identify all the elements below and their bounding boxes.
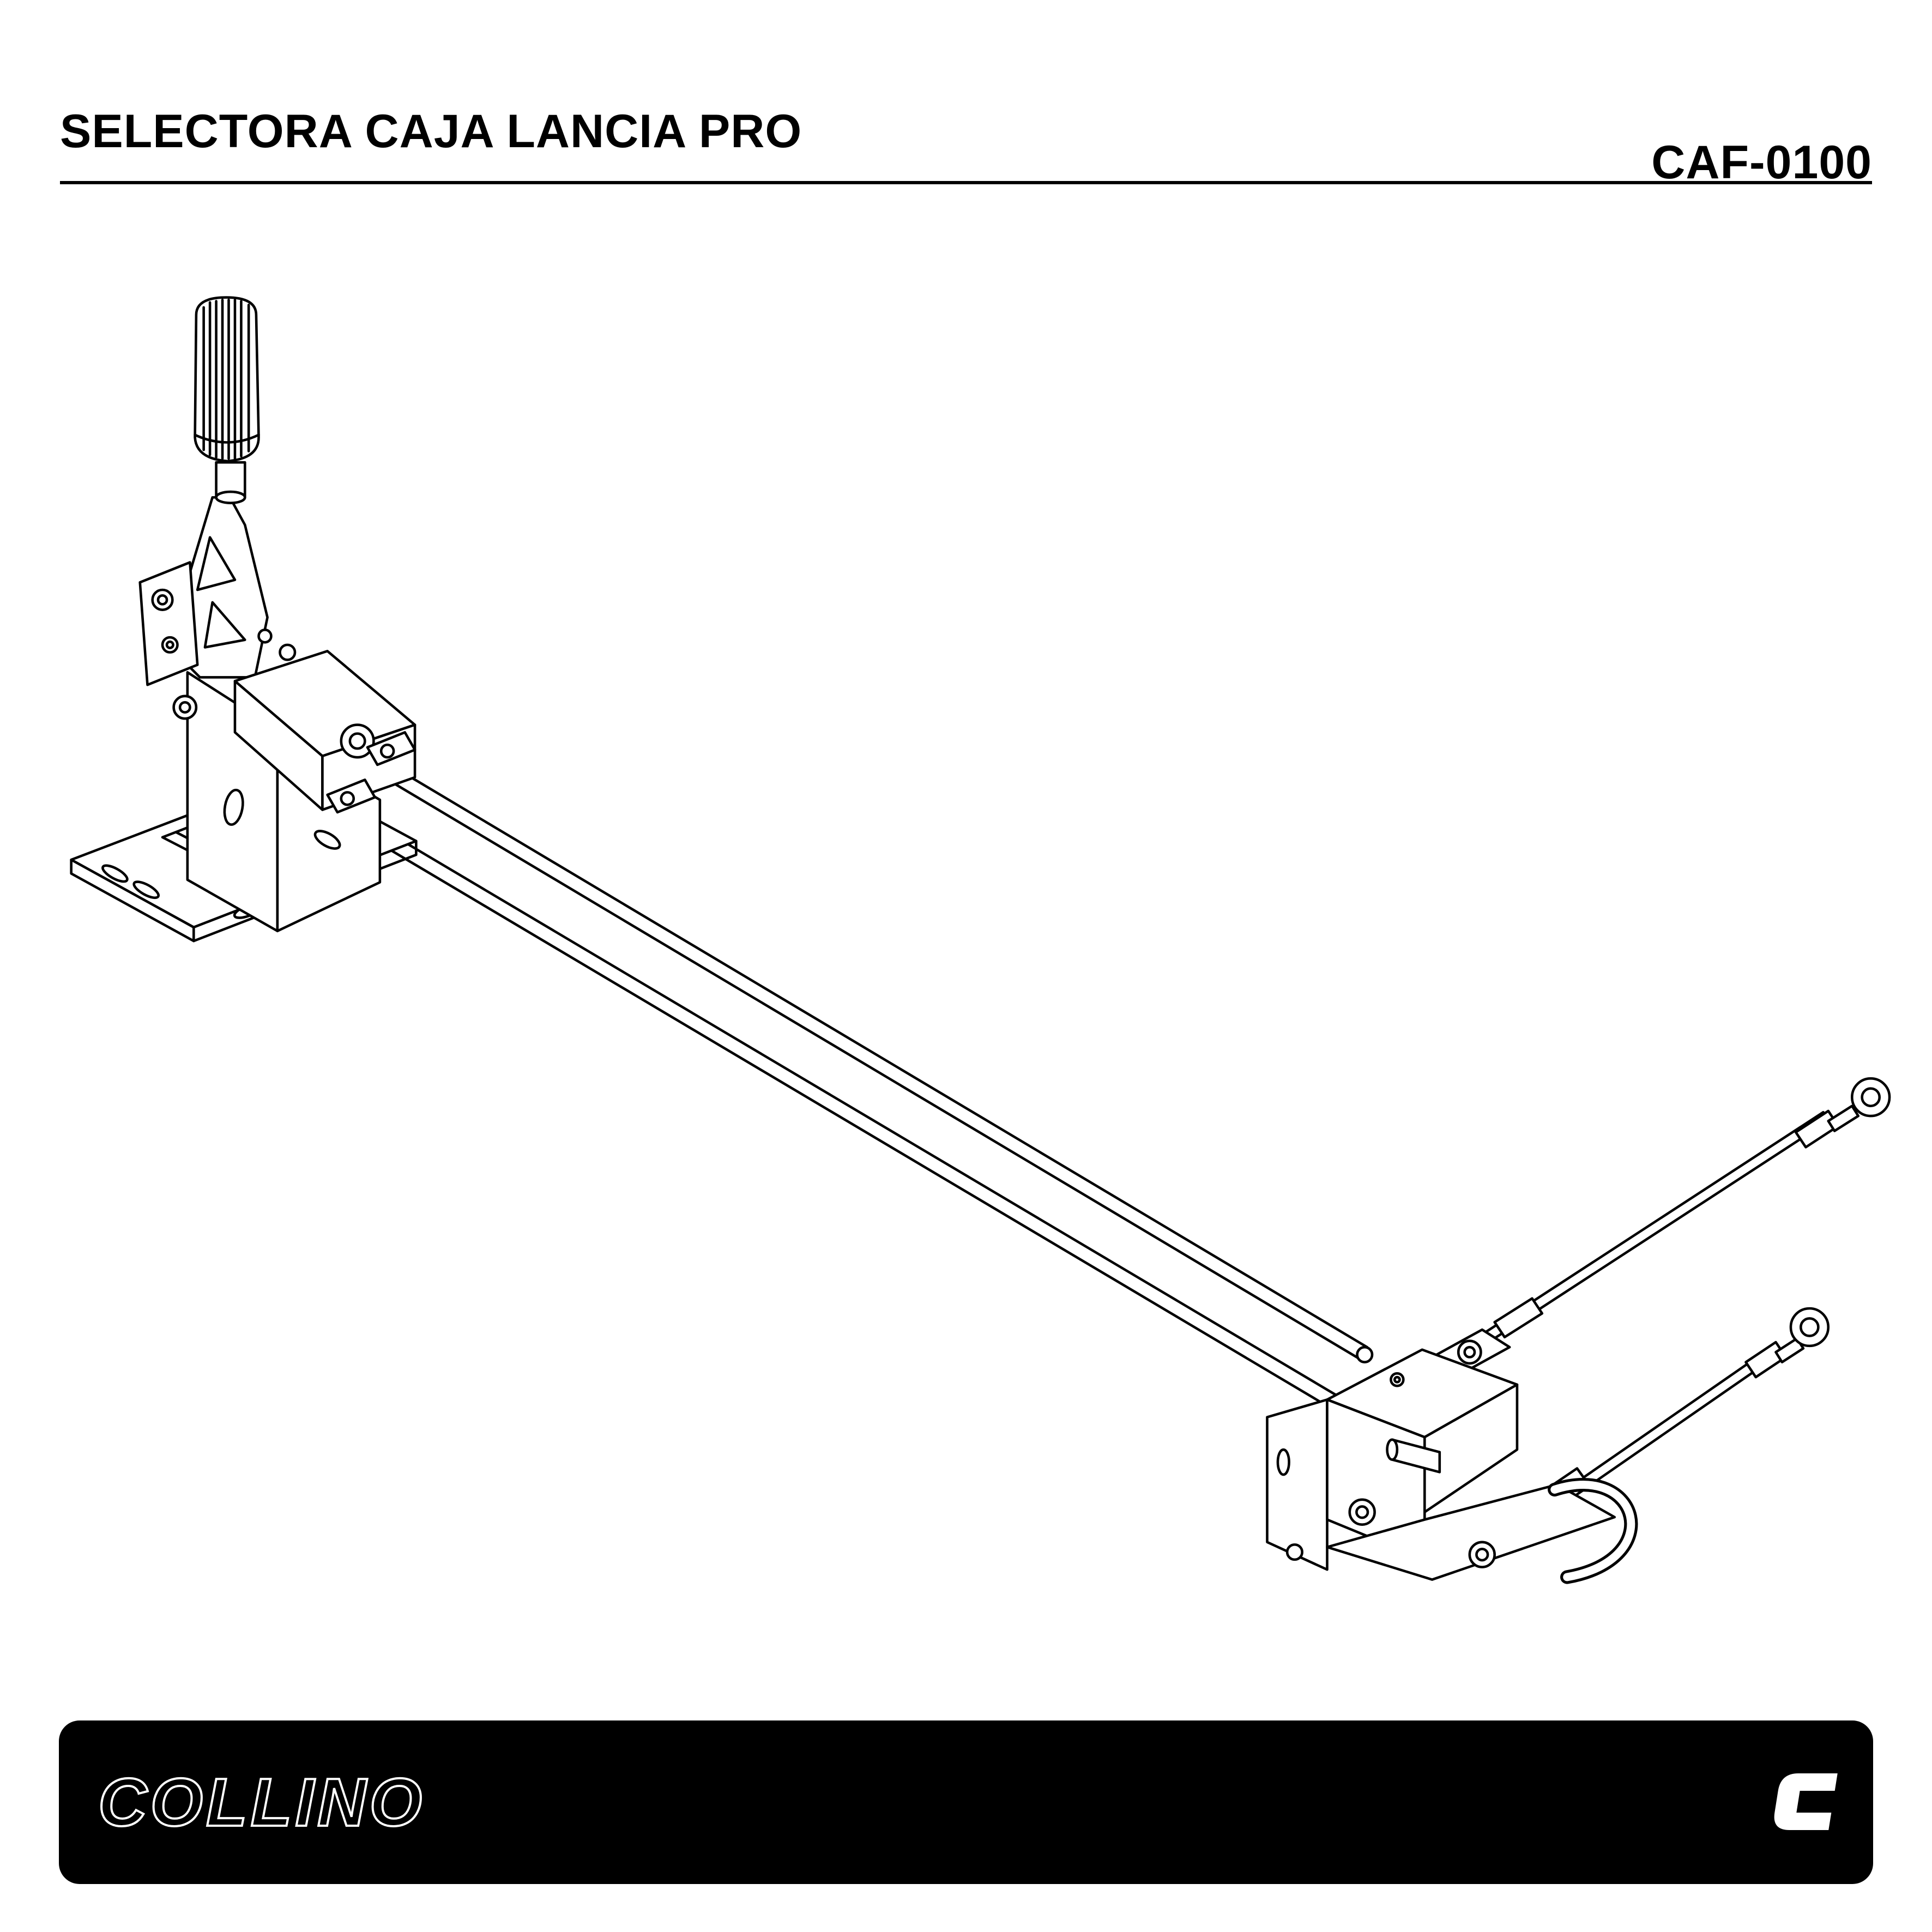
- header-divider: [60, 181, 1872, 184]
- shift-cables: [1471, 1077, 1891, 1511]
- selector-rods: [330, 756, 1369, 1411]
- brand-banner: COLLINO C: [59, 1720, 1873, 1884]
- collino-wordmark: COLLINO: [97, 1764, 425, 1842]
- shifter-grip: [194, 296, 260, 504]
- collino-wordmark-text: COLLINO: [98, 1765, 425, 1840]
- part-number: CAF-0100: [1651, 136, 1872, 189]
- page-header: SELECTORA CAJA LANCIA PRO CAF-0100: [60, 76, 1872, 186]
- product-title: SELECTORA CAJA LANCIA PRO: [60, 105, 802, 158]
- collino-c-icon: C: [1774, 1773, 1838, 1830]
- gearbox-selector-bracket: [1266, 1328, 1638, 1584]
- shift-lever-arm: [138, 496, 269, 686]
- pivot-housing: [172, 629, 416, 814]
